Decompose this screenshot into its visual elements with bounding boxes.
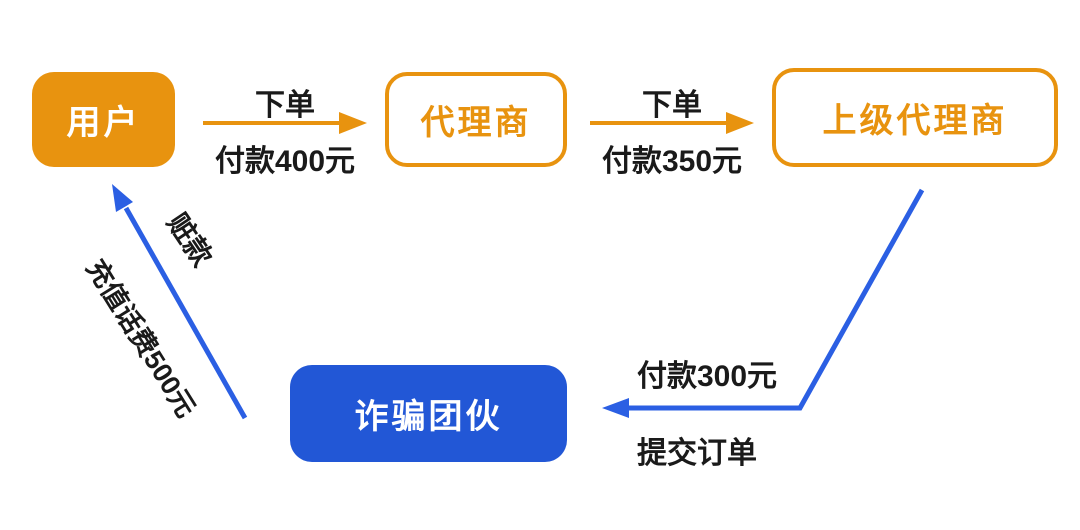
edge-user-agent-payment-label: 付款400元 (214, 145, 356, 178)
arrow-user-to-agent-icon (203, 112, 367, 134)
arrow-superior-to-fraud-icon (602, 188, 925, 418)
node-fraud-gang-label: 诈骗团伙 (354, 398, 503, 436)
node-superior-agent-label: 上级代理商 (822, 102, 1008, 140)
node-user-label: 用户 (66, 104, 141, 142)
node-superior-agent: 上级代理商 (772, 68, 1058, 167)
node-user: 用户 (32, 72, 175, 167)
edge-superior-fraud-payment-label: 付款300元 (637, 360, 778, 393)
arrow-agent-to-superior-icon (590, 112, 754, 134)
node-agent: 代理商 (385, 72, 567, 167)
node-agent-label: 代理商 (420, 104, 532, 142)
node-fraud-gang: 诈骗团伙 (290, 365, 567, 462)
arrow-fraud-to-user-icon (112, 184, 248, 420)
edge-superior-fraud-submit-label: 提交订单 (637, 437, 757, 470)
edge-agent-superior-payment-label: 付款350元 (601, 145, 743, 178)
edge-agent-superior-order-label: 下单 (642, 89, 702, 122)
edge-user-agent-order-label: 下单 (255, 89, 315, 122)
